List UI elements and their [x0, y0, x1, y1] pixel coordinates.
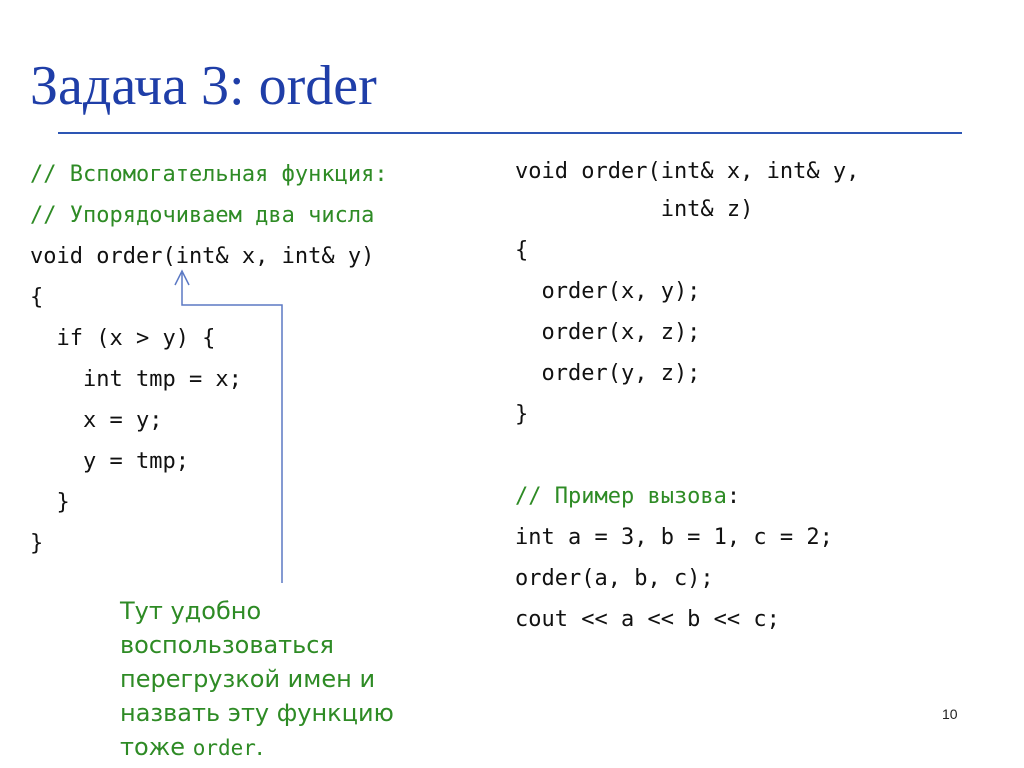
note-line: перегрузкой имен и [120, 665, 376, 693]
code-line: } [30, 490, 70, 515]
code-line: void order(int& x, int& y, [515, 159, 860, 184]
code-line: int a = 3, b = 1, c = 2; [515, 525, 833, 550]
code-line: order(x, y); [515, 279, 701, 304]
callout-arrow-line [181, 273, 283, 583]
page-number: 10 [942, 706, 958, 722]
note-line-last: тоже order. [120, 730, 394, 765]
left-code-block: // Вспомогательная функция: // Упорядочи… [30, 154, 388, 564]
code-line: void order(int& x, int& y) [30, 244, 375, 269]
code-comment: // Вспомогательная функция: [30, 162, 388, 187]
right-code-block: void order(int& x, int& y, int& z) { ord… [515, 154, 859, 640]
code-line: order(a, b, c); [515, 566, 714, 591]
code-line: order(x, z); [515, 320, 701, 345]
note-line: Тут удобно [120, 597, 262, 625]
note-line: назвать эту функцию [120, 699, 394, 727]
title-underline [58, 132, 962, 134]
code-line: int& z) [515, 197, 754, 222]
code-line: { [30, 285, 44, 310]
callout-arrow-head [174, 269, 190, 286]
code-comment: // Пример вызова [515, 484, 727, 509]
code-line: order(y, z); [515, 361, 701, 386]
code-line: } [30, 531, 44, 556]
code-line: { [515, 238, 529, 263]
code-colon: : [726, 484, 741, 509]
code-line: int tmp = x; [30, 367, 242, 392]
note-text: тоже [120, 733, 193, 761]
code-line: } [515, 402, 529, 427]
code-line: cout << a << b << c; [515, 607, 780, 632]
note-code: order [192, 736, 256, 760]
note-period: . [255, 733, 264, 761]
code-comment-line: // Пример вызова: [515, 476, 859, 517]
callout-note: Тут удобно воспользоваться перегрузкой и… [120, 594, 394, 765]
slide-title: Задача 3: order [30, 55, 377, 117]
code-line: x = y; [30, 408, 163, 433]
code-comment: // Упорядочиваем два числа [30, 203, 375, 228]
code-line: y = tmp; [30, 449, 189, 474]
note-line: воспользоваться [120, 631, 334, 659]
code-line: if (x > y) { [30, 326, 216, 351]
